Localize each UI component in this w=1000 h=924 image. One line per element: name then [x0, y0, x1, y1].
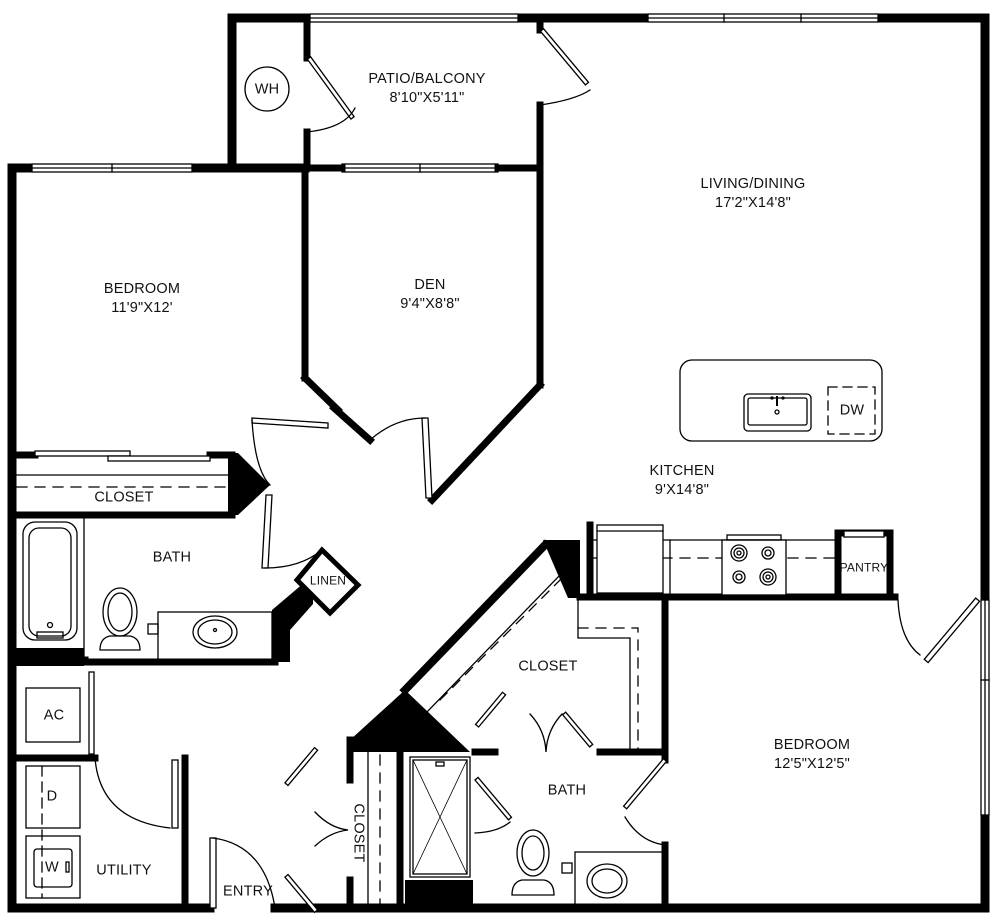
wall-masses [12, 453, 580, 908]
room-label-closet2: CLOSET [518, 658, 578, 675]
interior-walls [8, 14, 899, 912]
room-dims: 9'4"X8'8" [400, 296, 460, 312]
utility-fixtures [25, 66, 290, 899]
closet2-walls [399, 539, 639, 753]
dryer-label: D [46, 788, 58, 805]
room-dims: 17'2"X14'8" [714, 195, 792, 211]
room-dims: 9'X14'8" [654, 482, 710, 498]
burners [730, 544, 777, 586]
room-label-bath1: BATH [152, 549, 192, 566]
room-label-utility: UTILITY [96, 862, 152, 879]
room-name: PATIO/BALCONY [368, 71, 486, 87]
closet1-detail [16, 450, 229, 488]
room-label-den: DEN 9'4"X8'8" [400, 276, 460, 314]
water-heater-label: WH [254, 81, 280, 98]
room-name: LIVING/DINING [700, 176, 806, 192]
room-label-patio: PATIO/BALCONY 8'10"X5'11" [368, 70, 485, 108]
room-label-bath2: BATH [547, 782, 587, 799]
room-label-closet3: CLOSET [350, 803, 367, 863]
bath2-fixtures [367, 751, 666, 909]
exterior-walls [7, 13, 990, 913]
room-label-closet1: CLOSET [94, 489, 154, 506]
room-label-bedroom1: BEDROOM 11'9"X12' [104, 280, 180, 318]
kitchen-fixtures [589, 359, 885, 598]
room-label-entry: ENTRY [223, 883, 273, 900]
doors [88, 27, 981, 914]
room-label-pantry: PANTRY [839, 560, 889, 575]
room-dims: 11'9"X12' [111, 300, 173, 316]
room-name: BEDROOM [103, 281, 181, 297]
washer-label: W [45, 859, 59, 876]
room-label-living: LIVING/DINING 17'2"X14'8" [701, 175, 806, 213]
room-dims: 12'5"X12'5" [773, 756, 851, 772]
dishwasher-label: DW [839, 402, 865, 419]
room-label-kitchen: KITCHEN 9'X14'8" [649, 462, 714, 500]
bath1-fixtures [22, 514, 273, 663]
room-dims: 8'10"X5'11" [389, 90, 465, 106]
room-name: BEDROOM [773, 737, 851, 753]
room-name: KITCHEN [649, 463, 715, 479]
ac-label: AC [43, 707, 65, 724]
room-label-bedroom2: BEDROOM 12'5"X12'5" [774, 736, 850, 774]
room-label-linen: LINEN [309, 573, 347, 588]
room-name: DEN [414, 277, 446, 293]
